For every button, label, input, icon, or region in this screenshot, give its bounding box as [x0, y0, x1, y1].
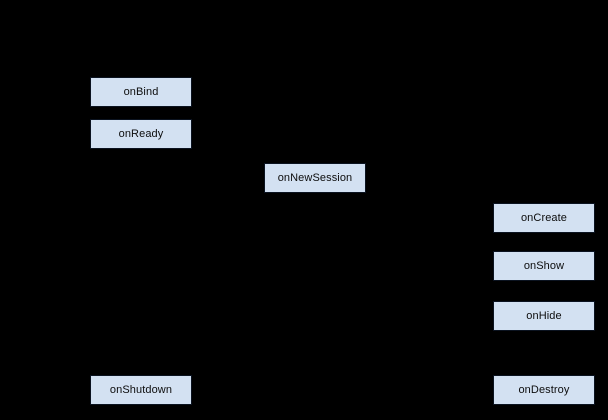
node-onbind[interactable]: onBind — [90, 77, 192, 107]
connector-onshow-to-onhide — [544, 281, 545, 301]
connector-onnewsession-to-oncreate — [315, 193, 316, 218]
node-onshutdown[interactable]: onShutdown — [90, 375, 192, 405]
node-onhide[interactable]: onHide — [493, 301, 595, 331]
connector-onready-to-onshutdown — [140, 149, 141, 375]
connector-oncreate-to-onshow — [544, 233, 545, 251]
node-ondestroy[interactable]: onDestroy — [493, 375, 595, 405]
connector-onready-to-onnewsession — [140, 178, 264, 179]
node-onshow[interactable]: onShow — [493, 251, 595, 281]
node-oncreate[interactable]: onCreate — [493, 203, 595, 233]
connector-onnewsession-to-oncreate-horizontal — [315, 218, 493, 219]
node-onready[interactable]: onReady — [90, 119, 192, 149]
node-onnewsession[interactable]: onNewSession — [264, 163, 366, 193]
connector-onhide-to-ondestroy — [544, 331, 545, 375]
connector-onbind-to-onready — [140, 107, 141, 119]
